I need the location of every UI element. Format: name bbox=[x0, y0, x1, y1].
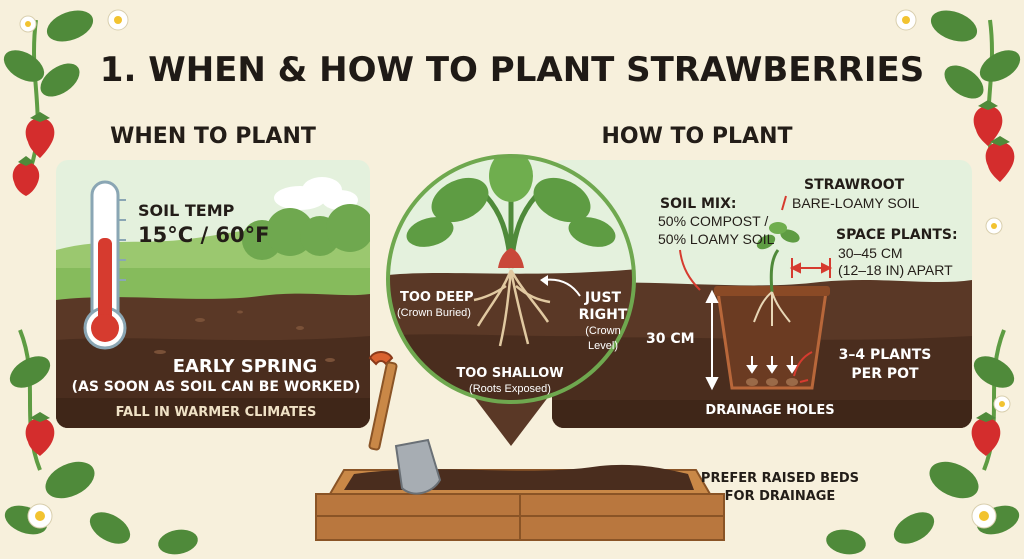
soil-mix-line1: 50% COMPOST / bbox=[658, 213, 769, 229]
flower-icon bbox=[19, 9, 1011, 529]
depth-arrow bbox=[705, 289, 719, 391]
raised-beds-line2: FOR DRAINAGE bbox=[724, 489, 836, 504]
thermometer-icon bbox=[83, 180, 127, 350]
plants-per-pot-line1: 3–4 PLANTS bbox=[838, 347, 932, 363]
too-deep-note: (Crown Buried) bbox=[397, 307, 471, 319]
soil-mix-line2: 50% LOAMY SOIL bbox=[658, 231, 775, 247]
drainage-label: DRAINAGE HOLES bbox=[705, 403, 835, 418]
soil-mix-label: SOIL MIX: bbox=[660, 196, 737, 212]
page-title: 1. WHEN & HOW TO PLANT STRAWBERRIES bbox=[99, 50, 925, 90]
cloud-icon bbox=[274, 177, 358, 210]
soil-temp-value: 15°C / 60°F bbox=[138, 223, 270, 247]
fall-note: FALL IN WARMER CLIMATES bbox=[115, 405, 317, 420]
level-note: Level) bbox=[588, 340, 618, 352]
strawroot-label: STRAWROOT bbox=[804, 177, 905, 193]
just-label: JUST bbox=[584, 290, 622, 306]
crown-note: (Crown bbox=[585, 325, 621, 337]
raised-bed-icon bbox=[315, 464, 725, 541]
plants-per-pot-line2: PER POT bbox=[851, 366, 919, 382]
strawberry-icon bbox=[12, 100, 1015, 456]
shovel-icon bbox=[368, 351, 442, 495]
strawberry-plant-icon bbox=[406, 156, 616, 347]
space-in-label: (12–18 IN) APART bbox=[838, 262, 953, 278]
too-shallow-label: TOO SHALLOW bbox=[456, 366, 564, 381]
too-deep-label: TOO DEEP bbox=[400, 290, 474, 305]
tree-icon bbox=[242, 204, 370, 260]
soil-temp-label: SOIL TEMP bbox=[138, 201, 235, 220]
too-shallow-note: (Roots Exposed) bbox=[469, 383, 551, 395]
depth-cm-label: 30 CM bbox=[646, 331, 695, 347]
raised-beds-line1: PREFER RAISED BEDS bbox=[700, 471, 860, 486]
bare-loamy-label: BARE-LOAMY SOIL bbox=[792, 195, 920, 211]
how-heading: HOW TO PLANT bbox=[601, 124, 793, 149]
season-label: EARLY SPRING bbox=[172, 356, 318, 377]
pointer-arrows bbox=[679, 195, 813, 383]
when-heading: WHEN TO PLANT bbox=[110, 124, 316, 149]
callout-pointer bbox=[470, 392, 552, 446]
when-panel bbox=[56, 160, 370, 428]
season-note: (AS SOON AS SOIL CAN BE WORKED) bbox=[71, 379, 361, 395]
space-plants-label: SPACE PLANTS: bbox=[836, 227, 958, 243]
right-label: RIGHT bbox=[578, 307, 628, 323]
space-cm-label: 30–45 CM bbox=[838, 245, 903, 261]
spacing-arrow bbox=[789, 258, 833, 278]
leaf-icon bbox=[3, 10, 1021, 555]
